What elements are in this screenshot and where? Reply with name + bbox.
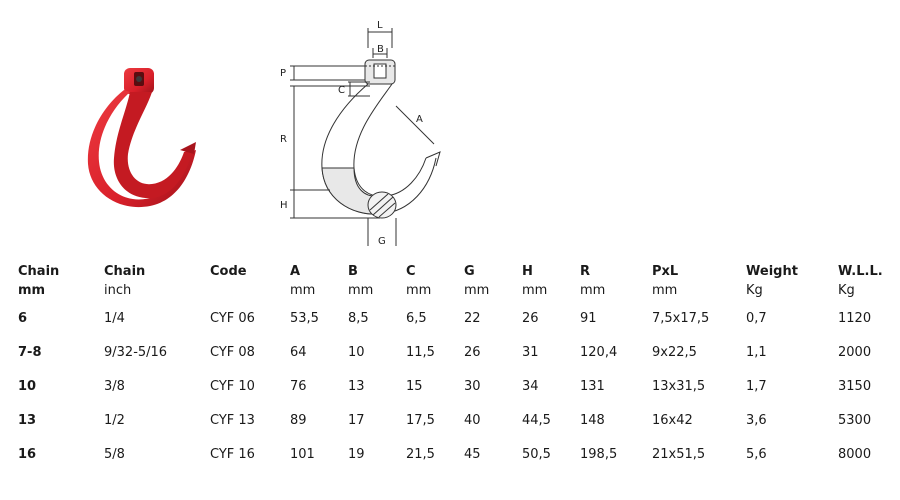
cell-c: 11,5 [406,345,435,360]
cell-c: 15 [406,379,423,394]
cell-a: 64 [290,345,307,360]
cell-r: 198,5 [580,447,618,462]
cell-c: 6,5 [406,311,427,326]
cell-weight: 1,1 [746,345,767,360]
cell-h: 50,5 [522,447,551,462]
dim-label-p: P [280,68,286,79]
cell-chain-inch: 9/32-5/16 [104,345,168,360]
cell-wll: 1120 [838,311,872,326]
cell-g: 26 [464,345,481,360]
cell-a: 101 [290,447,315,462]
cell-chain-inch: 1/2 [104,413,125,428]
cell-g: 30 [464,379,481,394]
cell-weight: 5,6 [746,447,767,462]
cell-chain-mm: 6 [18,311,28,326]
cell-a: 89 [290,413,307,428]
cell-wll: 5300 [838,413,872,428]
cell-c: 21,5 [406,447,435,462]
cell-a: 76 [290,379,307,394]
hook-photo [87,68,196,208]
cell-wll: 8000 [838,447,872,462]
cell-pxl: 16x42 [652,413,693,428]
hook-technical-drawing: L B P C R A H G [280,20,441,247]
cell-r: 120,4 [580,345,618,360]
cell-chain-mm: 16 [18,447,37,462]
cell-r: 148 [580,413,605,428]
cell-weight: 1,7 [746,379,767,394]
cell-wll: 3150 [838,379,872,394]
table-row: 13 1/2 CYF 13 89 17 17,5 40 44,5 148 16x… [18,412,898,446]
cell-code: CYF 16 [210,447,255,462]
cell-chain-inch: 5/8 [104,447,125,462]
dim-label-h: H [280,200,288,211]
cell-h: 26 [522,311,539,326]
cell-h: 44,5 [522,413,551,428]
cell-chain-inch: 1/4 [104,311,125,326]
table-row: 10 3/8 CYF 10 76 13 15 30 34 131 13x31,5… [18,378,898,412]
table-row: 16 5/8 CYF 16 101 19 21,5 45 50,5 198,5 … [18,446,898,480]
table-row: 6 1/4 CYF 06 53,5 8,5 6,5 22 26 91 7,5x1… [18,310,898,344]
cell-h: 31 [522,345,539,360]
table-row: 7-8 9/32-5/16 CYF 08 64 10 11,5 26 31 12… [18,344,898,378]
dim-label-g: G [378,236,386,247]
cell-g: 40 [464,413,481,428]
cell-pxl: 13x31,5 [652,379,706,394]
cell-chain-inch: 3/8 [104,379,125,394]
cell-a: 53,5 [290,311,319,326]
cell-chain-mm: 7-8 [18,345,42,360]
cell-g: 45 [464,447,481,462]
header-wll: W.L.L.Kg [838,264,883,298]
cell-g: 22 [464,311,481,326]
cell-weight: 0,7 [746,311,767,326]
dim-label-r: R [280,134,287,145]
cell-weight: 3,6 [746,413,767,428]
cell-pxl: 7,5x17,5 [652,311,710,326]
cell-b: 17 [348,413,365,428]
cell-pxl: 9x22,5 [652,345,697,360]
dim-label-c: C [338,85,345,96]
cell-code: CYF 10 [210,379,255,394]
cell-chain-mm: 10 [18,379,37,394]
cell-code: CYF 08 [210,345,255,360]
dim-label-a: A [416,114,423,125]
cell-b: 8,5 [348,311,369,326]
dim-label-l: L [377,20,383,31]
cell-b: 19 [348,447,365,462]
cell-b: 10 [348,345,365,360]
cell-chain-mm: 13 [18,413,37,428]
header-code: Code [210,264,247,279]
cell-h: 34 [522,379,539,394]
dim-label-b: B [377,44,384,55]
cell-b: 13 [348,379,365,394]
cell-code: CYF 06 [210,311,255,326]
cell-wll: 2000 [838,345,872,360]
cell-c: 17,5 [406,413,435,428]
cell-pxl: 21x51,5 [652,447,706,462]
cell-r: 131 [580,379,605,394]
cell-code: CYF 13 [210,413,255,428]
cell-r: 91 [580,311,597,326]
